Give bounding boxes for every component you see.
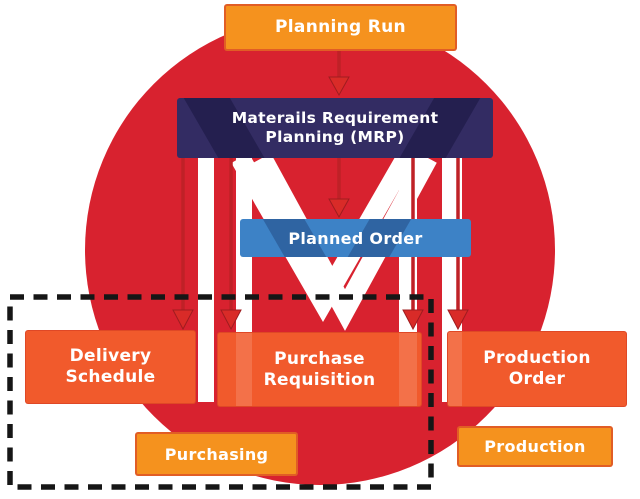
purchasing-label: Purchasing — [164, 444, 269, 464]
arrow-mrp-delivery2-head — [220, 309, 242, 331]
mrp-label: Materails Requirement Planning (MRP) — [231, 109, 439, 146]
dashed-boundary-box — [7, 294, 434, 490]
node-purchasing: Purchasing — [135, 432, 298, 476]
prodorder-watermark-stripe — [448, 332, 462, 406]
arrow-mrp-plannedorder-head — [328, 198, 350, 219]
arrow-mrp-delivery-head — [172, 309, 194, 331]
node-production-order: Production Order — [447, 331, 627, 407]
node-production: Production — [457, 426, 613, 467]
node-delivery-schedule: Delivery Schedule — [25, 330, 196, 404]
white-chevron-inner — [253, 153, 437, 331]
production-label: Production — [484, 437, 586, 456]
arrow-planningrun-mrp-head — [328, 76, 350, 97]
node-planning-run: Planning Run — [224, 4, 457, 51]
purchase-requisition-label: Purchase Requisition — [263, 348, 376, 390]
planned-order-label: Planned Order — [288, 228, 423, 248]
arrow-mrp-prodorder-head — [447, 309, 469, 331]
planning-run-label: Planning Run — [275, 17, 406, 37]
production-order-label: Production Order — [483, 348, 591, 389]
node-planned-order: Planned Order — [240, 219, 471, 257]
node-purchase-requisition: Purchase Requisition — [217, 332, 422, 407]
purchreq-watermark-stripe — [399, 333, 417, 406]
white-chevron-outer — [231, 153, 415, 323]
arrow-mrp-purchreq-head — [402, 309, 424, 331]
purchreq-watermark-stripe — [236, 333, 252, 406]
node-mrp: Materails Requirement Planning (MRP) — [177, 98, 493, 158]
delivery-schedule-label: Delivery Schedule — [65, 346, 156, 387]
